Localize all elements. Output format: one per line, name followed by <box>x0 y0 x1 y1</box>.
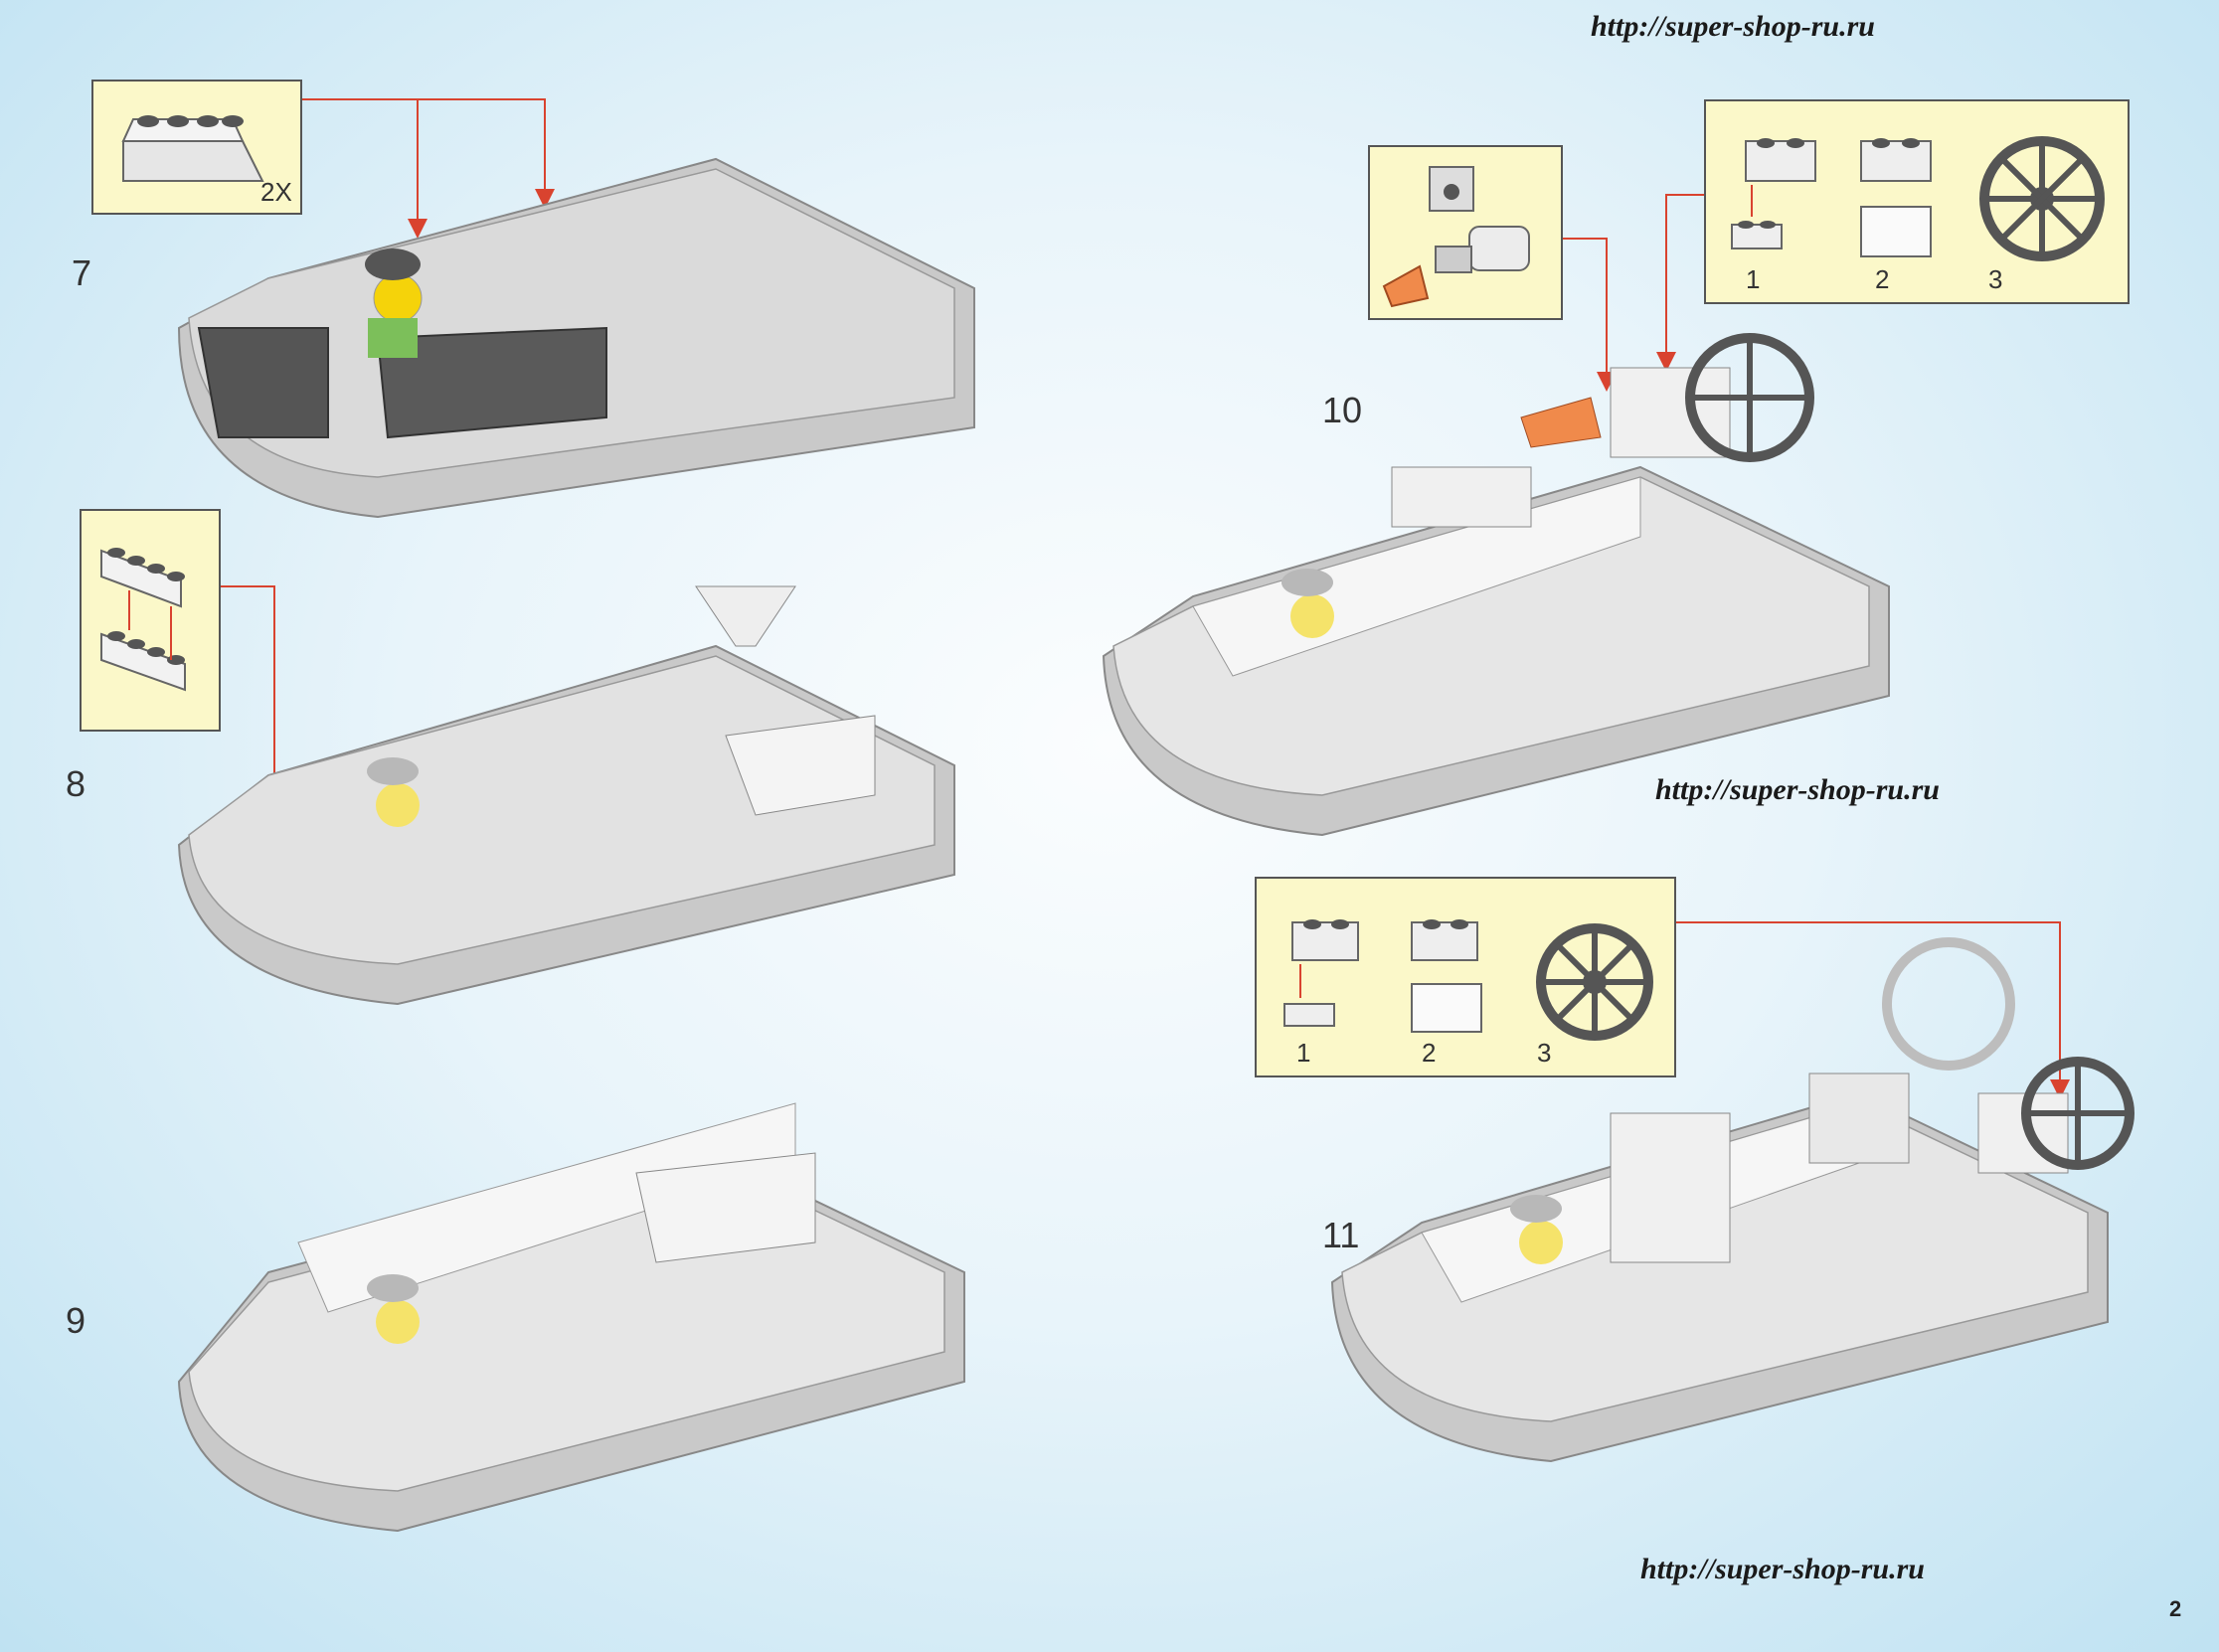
step11-arrow <box>1676 921 2070 1099</box>
subassembly-label-2: 2 <box>1875 264 1890 294</box>
url-watermark-bottom: http://super-shop-ru.ru <box>1640 1553 1925 1585</box>
step7-arrow-a <box>302 98 555 209</box>
rotor-subassembly-illustration-2 <box>1283 919 1653 1041</box>
step8-arrow <box>221 585 284 805</box>
step10-rotor-arrow <box>1656 194 1704 372</box>
engine-assembly-illustration <box>1382 166 1530 308</box>
page-number: 2 <box>2169 1596 2182 1621</box>
step10-engine-callout <box>1368 145 1563 320</box>
step-number-9: 9 <box>66 1300 86 1341</box>
step-number-11: 11 <box>1322 1215 1360 1255</box>
step7-model <box>177 157 975 519</box>
subassembly-label-1b: 1 <box>1296 1038 1311 1068</box>
step11-model <box>1330 937 2134 1463</box>
subassembly-label-1: 1 <box>1746 264 1761 294</box>
rotor-subassembly-illustration <box>1731 136 2105 261</box>
step7-callout: 2X <box>91 80 302 215</box>
url-watermark-top: http://super-shop-ru.ru <box>1591 10 1875 43</box>
url-watermark-middle: http://super-shop-ru.ru <box>1655 773 1940 806</box>
subassembly-label-2b: 2 <box>1422 1038 1437 1068</box>
quantity-label: 2X <box>260 177 292 207</box>
step10-rotor-callout: 1 2 3 <box>1704 99 2130 304</box>
subassembly-label-3: 3 <box>1988 264 2003 294</box>
step-number-10: 10 <box>1322 390 1363 430</box>
step10-model <box>1102 333 1890 837</box>
step8-model <box>177 585 955 1006</box>
step-number-8: 8 <box>66 763 86 804</box>
step-number-7: 7 <box>72 252 92 293</box>
step9-model <box>177 1102 965 1533</box>
step11-rotor-callout: 1 2 3 <box>1255 877 1676 1077</box>
slope-brick-illustration <box>121 115 264 182</box>
step8-callout <box>80 509 221 732</box>
plate-stack-illustration <box>100 548 186 692</box>
step10-engine-arrow <box>1563 238 1617 392</box>
subassembly-label-3b: 3 <box>1537 1038 1552 1068</box>
